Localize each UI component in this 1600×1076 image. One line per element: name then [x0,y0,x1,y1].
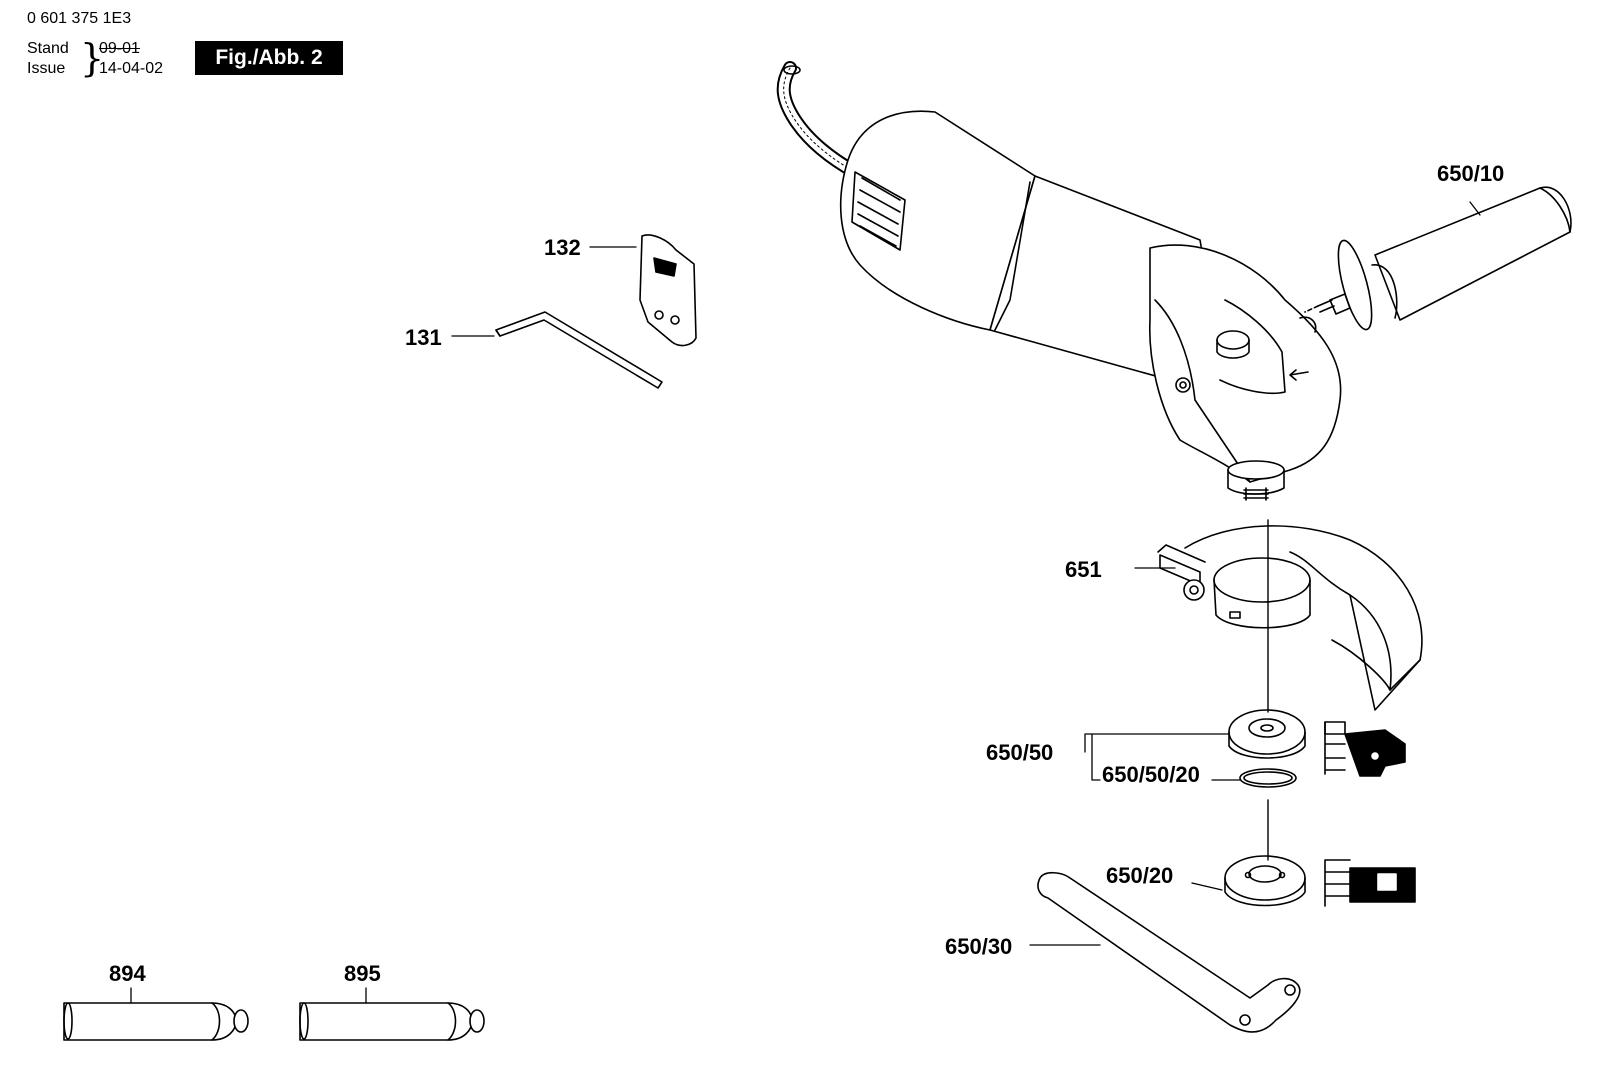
label-650-50: 650/50 [986,740,1053,765]
label-895: 895 [344,961,381,986]
label-131: 131 [405,325,442,350]
nut-symbol-icon [1324,859,1416,907]
part-650-50-flange [1228,709,1306,759]
grinder-body [839,110,1342,501]
part-650-20-nut [1224,855,1306,907]
document-number: 0 601 375 1E3 [27,10,132,27]
part-895-tube [299,1002,485,1041]
label-650-30: 650/30 [945,934,1012,959]
power-cord [776,61,862,179]
part-650-30-spanner [1037,871,1301,1033]
label-132: 132 [544,235,581,260]
tool-symbol-icon [1324,721,1406,777]
label-650-20: 650/20 [1106,863,1173,888]
part-650-50-20-oring [1239,768,1297,788]
part-651-guard [1157,525,1423,711]
part-894-tube [63,1002,249,1041]
issue-label: Issue [27,60,66,77]
brace-icon: } [80,36,105,80]
issue-date: 14-04-02 [99,60,164,77]
label-650-10: 650/10 [1437,161,1504,186]
label-894: 894 [109,961,146,986]
part-132-clip [639,234,697,347]
part-131-hex-key [495,311,663,389]
stand-label: Stand [27,40,69,57]
leader-lines [130,201,1481,1004]
label-650-50-20: 650/50/20 [1102,762,1200,787]
stand-date: 09-01 [99,40,140,57]
auxiliary-handle [1304,186,1572,331]
label-651: 651 [1065,557,1102,582]
figure-badge: Fig./Abb. 2 [195,41,343,75]
